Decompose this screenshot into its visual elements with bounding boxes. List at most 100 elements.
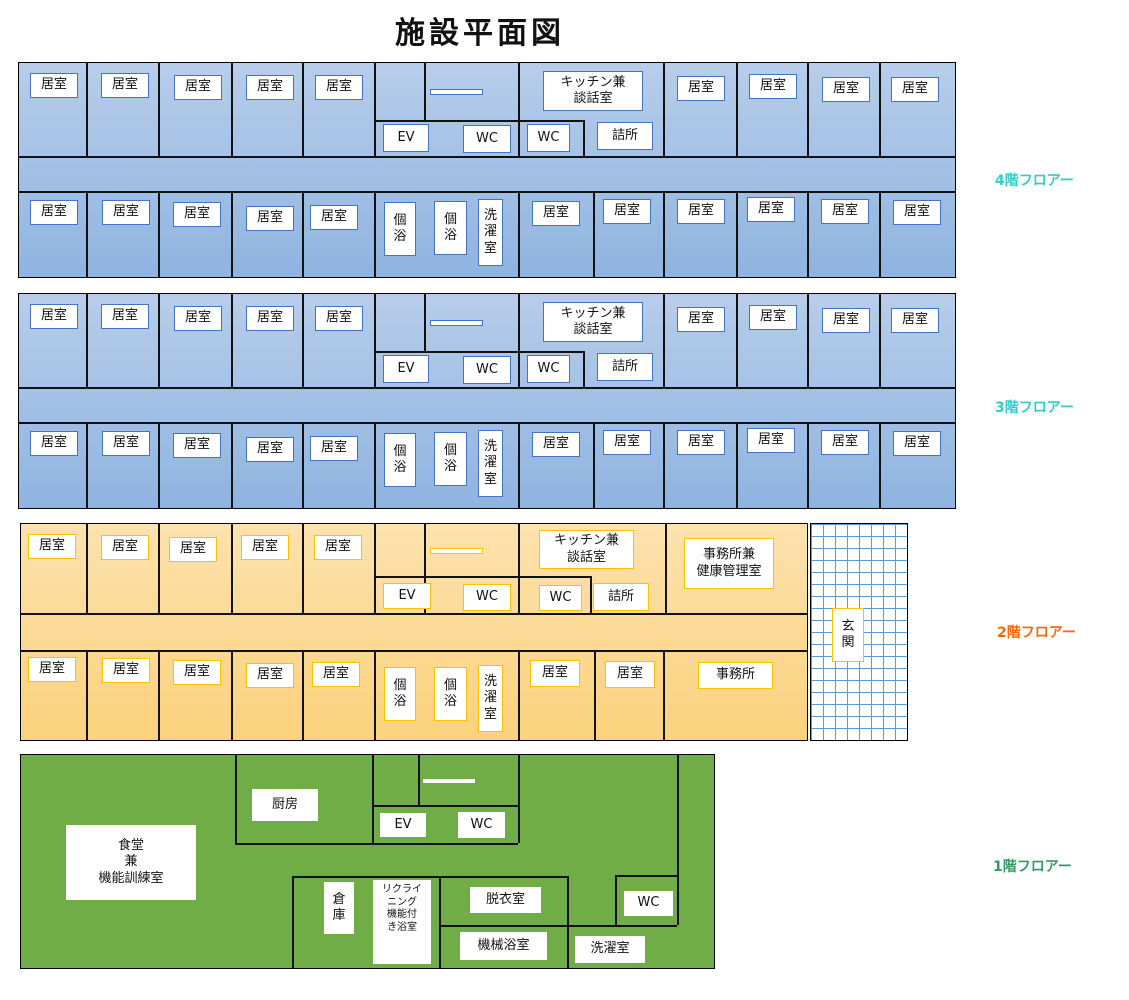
room-living: 居室 [605,661,655,688]
room-living: 居室 [174,75,222,100]
room-living: 居室 [749,305,797,330]
wall [424,523,426,613]
room-laundry: 洗 濯 室 [478,665,503,732]
room-living: 居室 [310,205,358,230]
room-living: 居室 [28,657,76,682]
room-wc: WC [458,812,505,838]
stair-icon [430,320,483,326]
wall [424,293,426,351]
room-living: 居室 [101,304,149,329]
stair-icon [423,779,475,783]
room-nurse-station: 詰所 [593,583,649,611]
room-reclining-bath: リクライ ニング 機能付 き浴室 [373,880,431,964]
wall [86,62,88,156]
wall [593,422,595,508]
wall [663,422,665,508]
room-wc: WC [527,355,570,383]
room-living: 居室 [246,306,294,331]
wall [663,650,665,740]
room-living: 居室 [677,76,725,101]
wall [231,191,233,277]
wall [86,422,88,508]
room-dining-training: 食堂 兼 機能訓練室 [66,825,196,900]
room-private-bath: 個 浴 [434,667,467,721]
wall [292,876,294,968]
room-living: 居室 [102,431,150,456]
room-living: 居室 [30,73,78,98]
room-living: 居室 [30,200,78,225]
wall [439,876,441,968]
room-laundry: 洗濯室 [575,936,645,963]
wall [615,875,677,877]
wall [736,191,738,277]
room-living: 居室 [891,308,939,333]
room-nurse-station: 詰所 [597,122,653,150]
room-private-bath: 個 浴 [384,667,416,721]
wall [418,754,420,805]
wall [158,650,160,740]
room-living: 居室 [747,197,795,222]
room-wc: WC [539,585,582,611]
wall [807,293,809,387]
room-ev: EV [383,124,429,152]
wall [302,650,304,740]
room-living: 居室 [102,200,150,225]
room-private-bath: 個 浴 [434,201,467,255]
wall [374,62,376,156]
floor-label-4: 4階フロアー [995,173,1074,189]
wall [439,925,677,927]
room-living: 居室 [173,202,221,227]
room-kitchen-lounge: キッチン兼 談話室 [543,71,643,111]
wall [374,576,590,578]
room-living: 居室 [174,306,222,331]
floor-label-2: 2階フロアー [997,625,1076,641]
wall [20,613,807,615]
room-nurse-station: 詰所 [597,353,653,381]
wall [374,422,376,508]
wall [518,523,520,613]
room-living: 居室 [246,437,294,462]
room-living: 居室 [169,537,217,562]
floor-label-3: 3階フロアー [995,400,1074,416]
wall [663,191,665,277]
room-living: 居室 [30,304,78,329]
room-machine-bath: 機械浴室 [460,932,547,960]
room-living: 居室 [749,74,797,99]
room-wc: WC [463,584,511,611]
wall [518,293,520,387]
room-living: 居室 [246,75,294,100]
room-living: 居室 [603,430,651,455]
room-laundry: 洗 濯 室 [478,199,503,266]
room-living: 居室 [30,431,78,456]
wall [665,523,667,613]
room-entrance: 玄 関 [832,608,864,662]
wall [594,650,596,740]
wall [518,754,520,843]
room-living: 居室 [677,199,725,224]
wall [86,293,88,387]
room-living: 居室 [891,77,939,102]
wall [231,62,233,156]
wall [231,293,233,387]
room-living: 居室 [677,430,725,455]
room-office-health: 事務所兼 健康管理室 [684,538,774,589]
wall [158,293,160,387]
wall [590,576,592,613]
wall [158,191,160,277]
room-living: 居室 [822,308,870,333]
wall [374,523,376,613]
room-private-bath: 個 浴 [434,432,467,486]
wall [374,191,376,277]
room-kitchen: 厨房 [252,789,318,821]
wall [231,650,233,740]
room-living: 居室 [747,428,795,453]
wall [231,523,233,613]
room-living: 居室 [315,75,363,100]
wall [302,523,304,613]
wall [302,293,304,387]
floor-label-1: 1階フロアー [993,859,1072,875]
room-storage: 倉 庫 [324,882,354,934]
room-living: 居室 [603,199,651,224]
wall [374,293,376,387]
room-living: 居室 [314,535,362,560]
